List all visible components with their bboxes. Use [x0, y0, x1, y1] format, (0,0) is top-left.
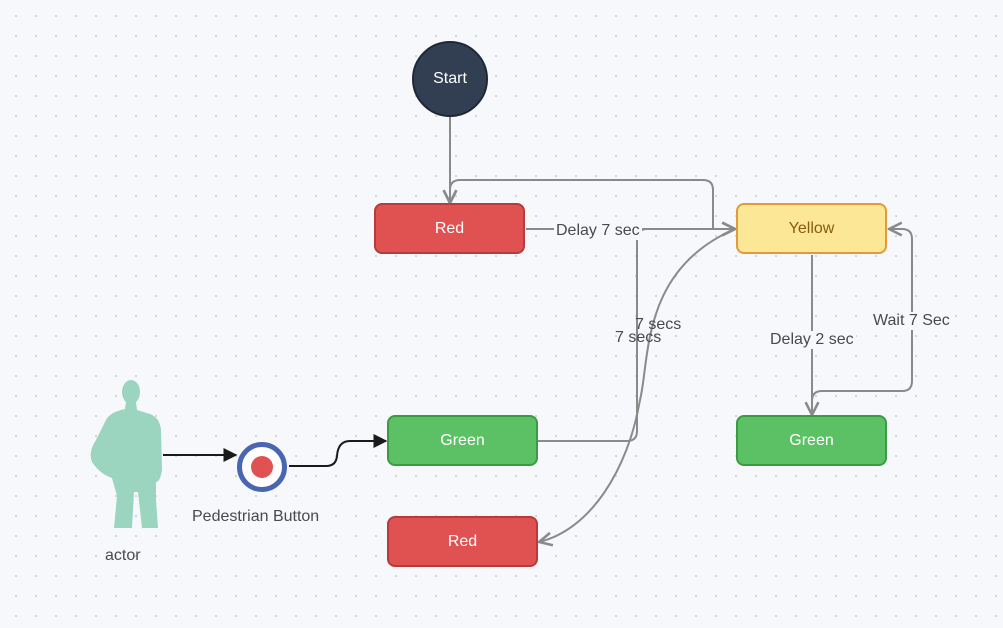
start-node-label: Start	[433, 70, 467, 87]
edge-label-green-to-yellow: Wait 7 Sec	[871, 312, 952, 330]
edge-label-yellow-to-red-bottom: 7 secs	[615, 329, 662, 346]
start-node[interactable]: Start	[412, 41, 488, 117]
state-green-right-label: Green	[789, 431, 834, 449]
edge-label-red-to-yellow: Delay 7 sec	[554, 222, 642, 240]
state-green-left-label: Green	[440, 431, 485, 449]
actor-label: actor	[105, 547, 141, 564]
pedestrian-button-core	[251, 456, 273, 478]
edge-label-yellow-to-green: Delay 2 sec	[768, 331, 856, 349]
connector-button-to-green[interactable]	[289, 434, 388, 467]
pedestrian-button-label: Pedestrian Button	[192, 508, 320, 525]
state-green-right[interactable]: Green	[736, 415, 887, 466]
actor-figure-icon[interactable]	[90, 380, 162, 528]
state-red-bottom[interactable]: Red	[387, 516, 538, 567]
state-red-bottom-label: Red	[447, 532, 478, 550]
state-green-left[interactable]: Green	[387, 415, 538, 466]
connector-yellow-to-red-bottom[interactable]	[539, 228, 736, 542]
state-yellow-label: Yellow	[788, 219, 835, 237]
state-red-top[interactable]: Red	[374, 203, 525, 254]
state-red-top-label: Red	[434, 219, 465, 237]
pedestrian-button-icon[interactable]	[237, 442, 287, 492]
connector-red-top-loop[interactable]	[450, 179, 735, 229]
state-yellow[interactable]: Yellow	[736, 203, 887, 254]
edge-label-green-left-to-yellow: 7 secs	[635, 316, 682, 333]
connector-green-right-to-yellow[interactable]	[811, 229, 913, 415]
connector-green-left-to-yellow[interactable]	[538, 229, 735, 442]
